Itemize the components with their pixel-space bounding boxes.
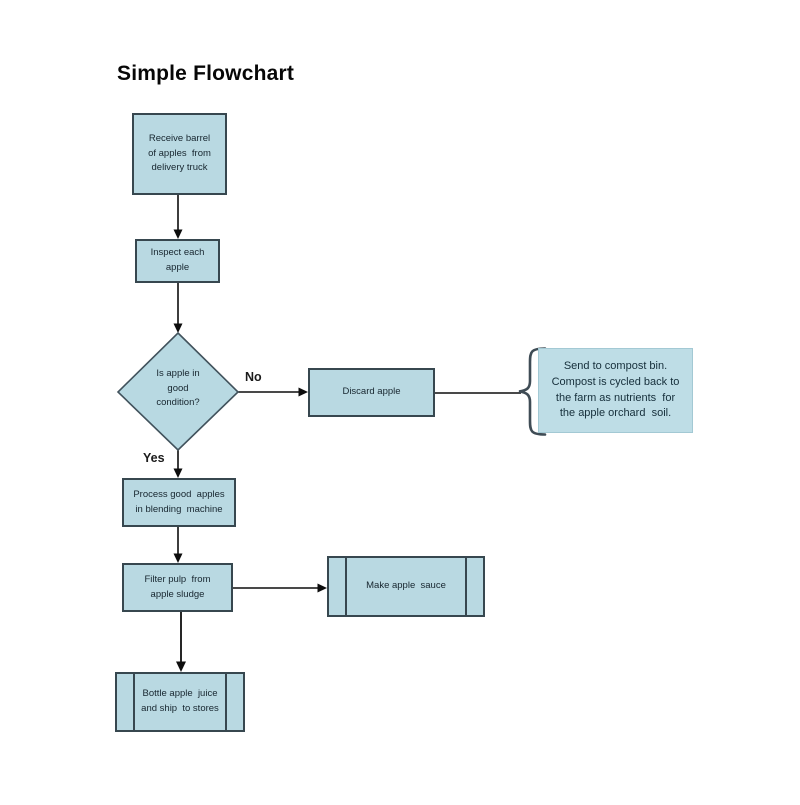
edge-label-yes: Yes [143, 451, 165, 465]
node-inspect-apple: Inspect each apple [135, 239, 220, 283]
arrowhead-icon [298, 387, 308, 397]
page-title: Simple Flowchart [117, 62, 295, 85]
node-receive-barrel: Receive barrel of apples from delivery t… [132, 113, 227, 195]
arrowhead-icon [173, 229, 183, 239]
arrowhead-icon [176, 661, 186, 672]
arrowhead-icon [173, 323, 183, 333]
arrowhead-icon [173, 553, 183, 563]
edge-label-no: No [245, 370, 262, 384]
node-discard-apple: Discard apple [308, 368, 435, 417]
node-label: Bottle apple juice and ship to stores [141, 688, 219, 714]
node-label: Make apple sauce [366, 580, 446, 592]
node-label: Send to compost bin. Compost is cycled b… [551, 360, 680, 420]
node-label: Filter pulp from apple sludge [144, 573, 211, 600]
node-label: Inspect each apple [150, 247, 205, 273]
node-compost-note: Send to compost bin. Compost is cycled b… [538, 348, 693, 433]
node-condition-label: Is apple in good condition? [156, 368, 200, 409]
node-bottle-juice: Bottle apple juice and ship to stores [115, 672, 245, 732]
node-label: Receive barrel of apples from delivery t… [148, 132, 211, 174]
node-label: Discard apple [342, 386, 401, 398]
predefined-process-bar [465, 558, 467, 615]
arrowhead-icon [173, 468, 183, 478]
node-make-apple-sauce: Make apple sauce [327, 556, 485, 617]
predefined-process-bar [225, 674, 227, 730]
node-label: Process good apples in blending machine [133, 488, 225, 515]
node-process-blending: Process good apples in blending machine [122, 478, 236, 527]
node-filter-pulp: Filter pulp from apple sludge [122, 563, 233, 612]
predefined-process-bar [345, 558, 347, 615]
arrowhead-icon [317, 583, 327, 593]
predefined-process-bar [133, 674, 135, 730]
